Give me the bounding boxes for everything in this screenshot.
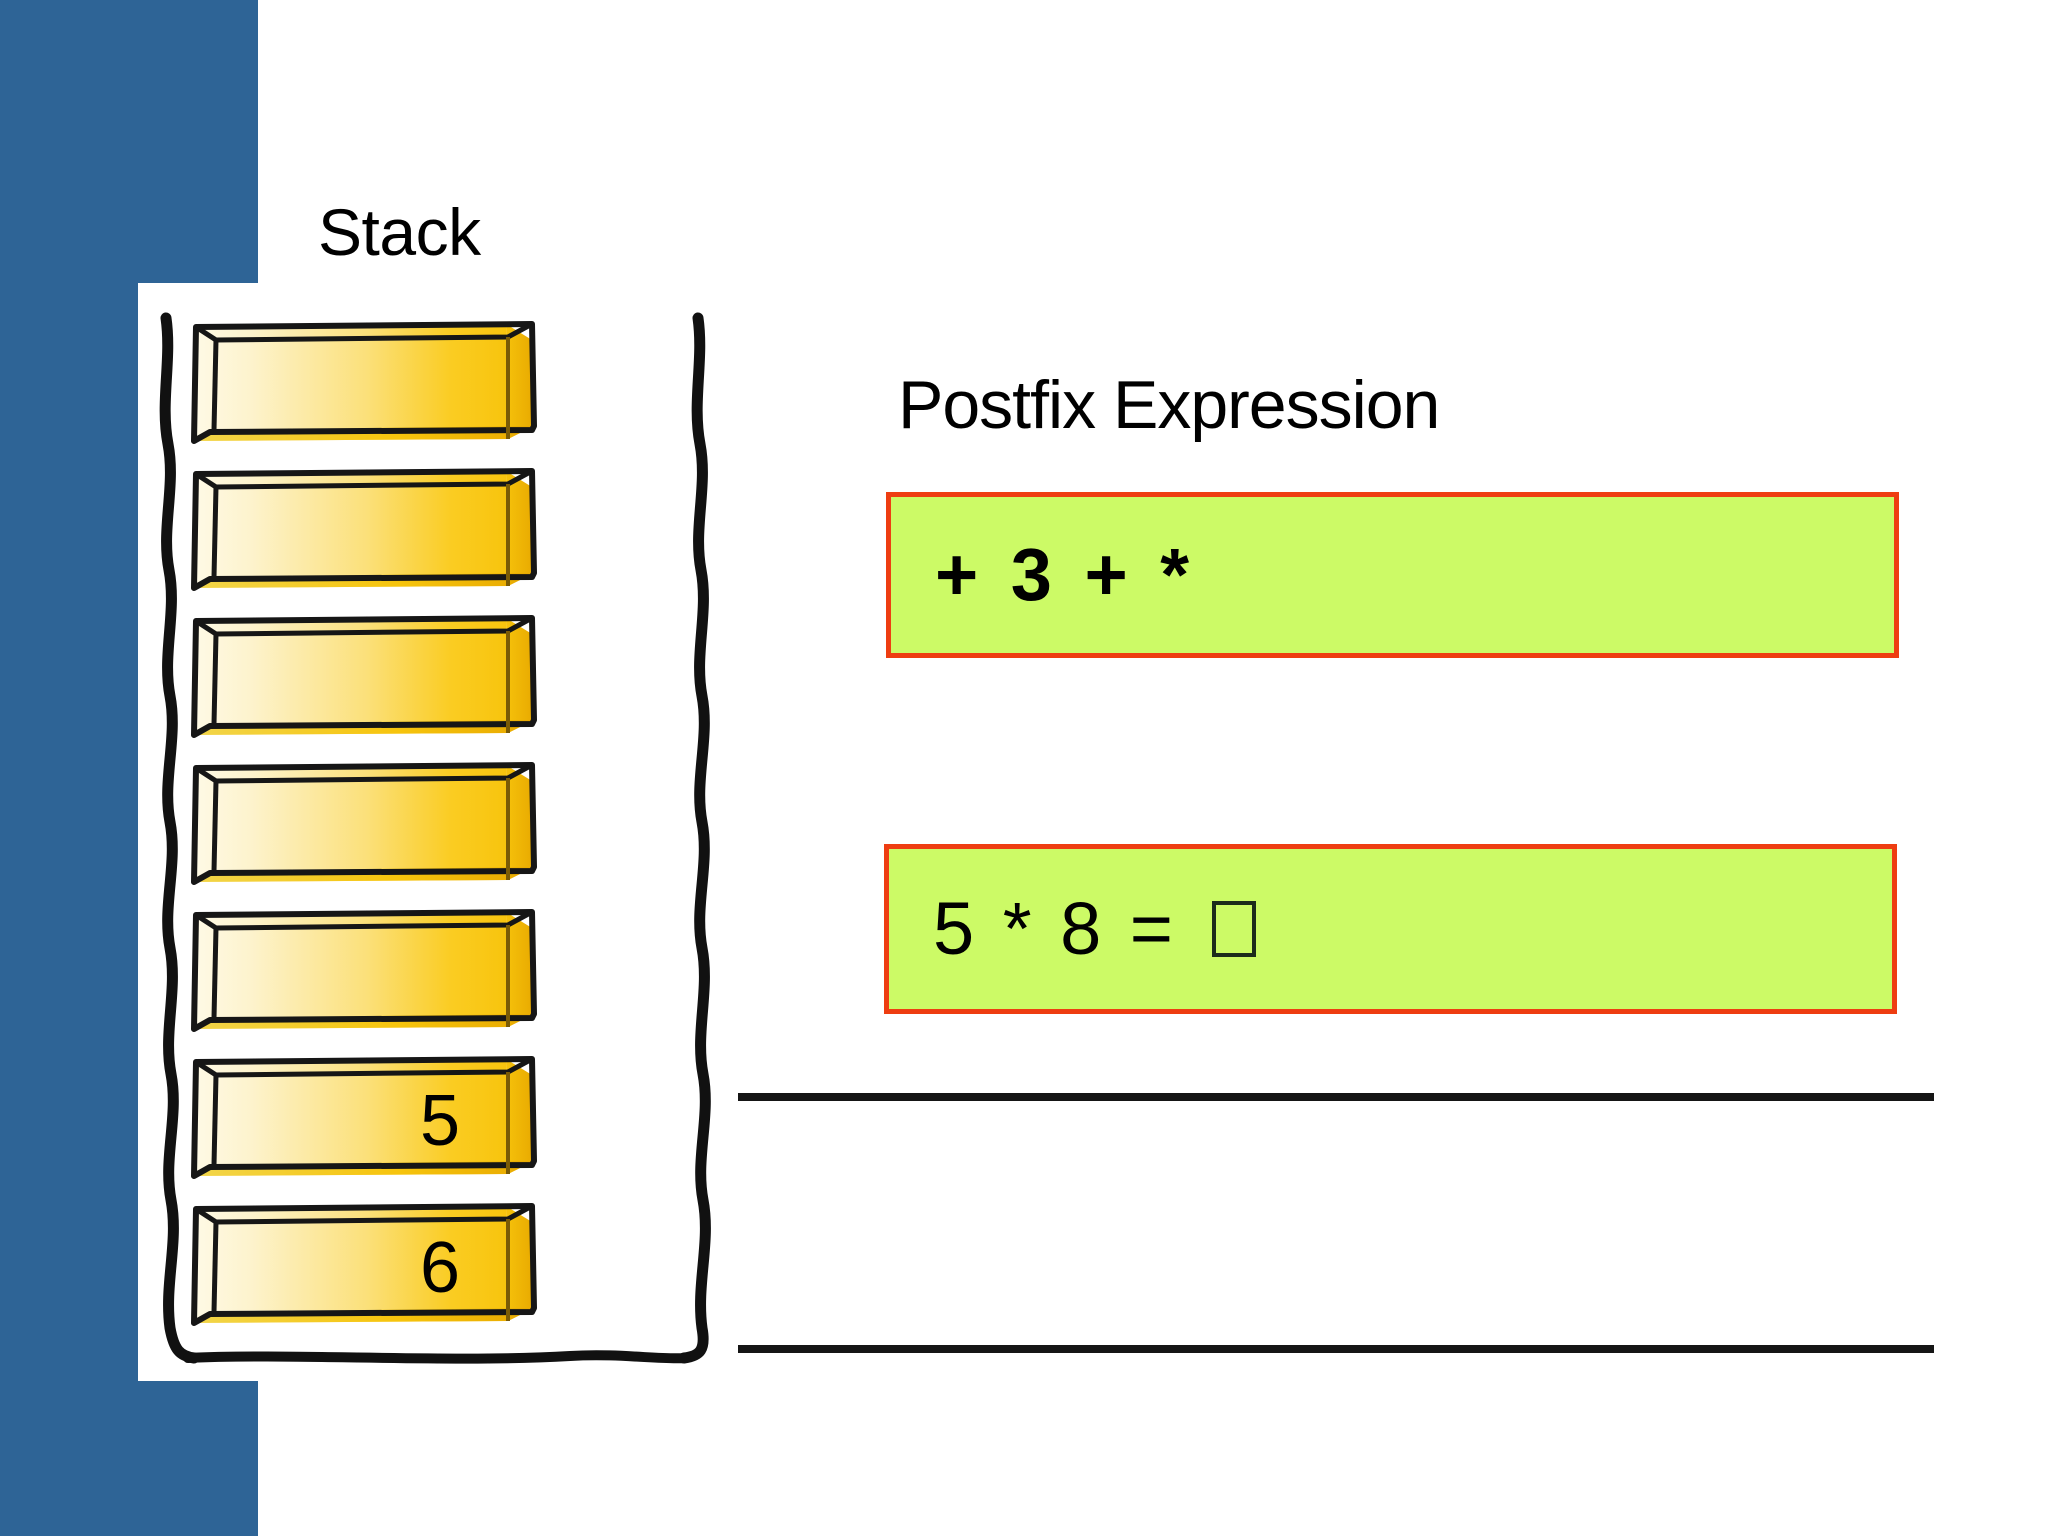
remaining-expression-text: + 3 + * — [935, 533, 1196, 616]
missing-glyph-box-icon — [1211, 901, 1256, 957]
answer-rule-top — [738, 1093, 1934, 1101]
postfix-expression-title: Postfix Expression — [898, 367, 1440, 443]
stack-title: Stack — [318, 195, 481, 269]
current-operation-text: 5 * 8 = — [933, 887, 1202, 970]
stack-figure — [150, 310, 720, 1370]
answer-rule-bottom — [738, 1345, 1934, 1353]
remaining-expression-box: + 3 + * — [886, 492, 1899, 658]
current-operation-box: 5 * 8 = — [884, 844, 1897, 1014]
